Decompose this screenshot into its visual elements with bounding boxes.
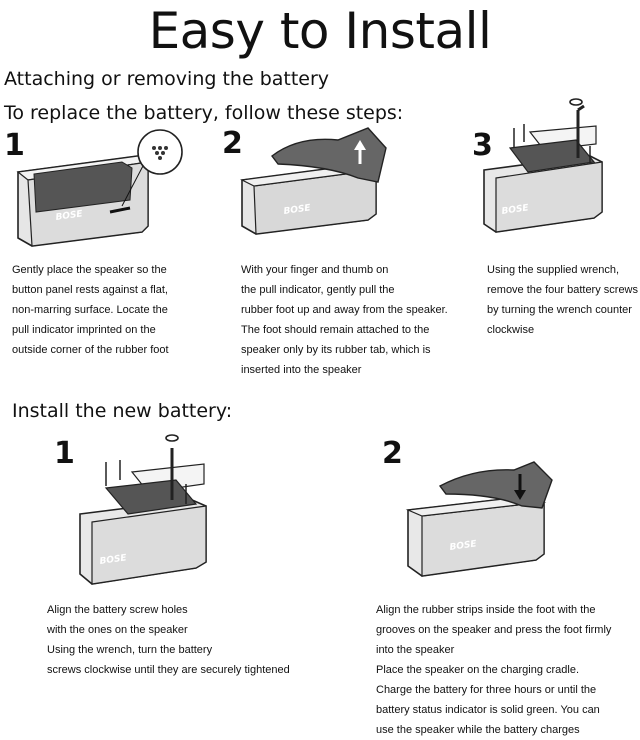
section-subheading-replace: To replace the battery, follow these ste…: [4, 102, 404, 124]
step-number-1: 1: [4, 128, 25, 163]
svg-text:BOSE: BOSE: [283, 203, 312, 217]
install-step-number-2: 2: [382, 436, 403, 471]
step-2-instructions: With your finger and thumb on the pull i…: [241, 264, 448, 376]
page-title: Easy to Install: [148, 2, 492, 60]
install-step-number-1: 1: [54, 436, 75, 471]
section-heading-install: Install the new battery:: [12, 400, 233, 422]
svg-text:BOSE: BOSE: [449, 539, 478, 553]
bose-logo: BOSE: [55, 209, 84, 223]
speaker-illustration-1: BOSE: [16, 129, 183, 247]
speaker-illustration-3: BOSE: [483, 98, 603, 233]
svg-text:BOSE: BOSE: [99, 553, 128, 567]
step-number-3: 3: [472, 128, 493, 163]
section-heading-attaching: Attaching or removing the battery: [4, 68, 330, 90]
step-3-instructions: Using the supplied wrench, remove the fo…: [487, 264, 639, 336]
install-step-1-instructions: Align the battery screw holes with the o…: [47, 604, 290, 676]
install-illustration-1: BOSE: [79, 434, 207, 585]
install-step-2-instructions: Align the rubber strips inside the foot …: [376, 604, 612, 736]
step-number-2: 2: [222, 126, 243, 161]
step-1-instructions: Gently place the speaker so the button p…: [12, 264, 169, 356]
speaker-illustration-2: BOSE: [239, 127, 387, 235]
svg-text:BOSE: BOSE: [501, 203, 530, 217]
install-illustration-2: BOSE: [405, 461, 553, 577]
